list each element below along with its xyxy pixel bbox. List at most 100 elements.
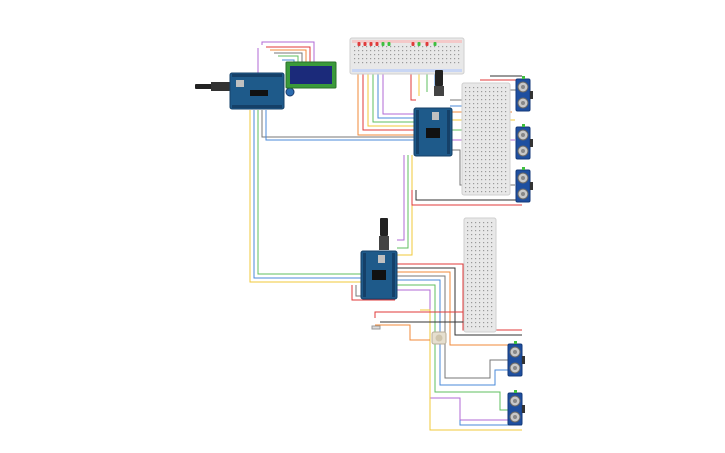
breadboard-hole <box>493 143 495 145</box>
breadboard-hole <box>489 175 491 177</box>
breadboard-hole <box>469 123 471 125</box>
red-led-icon[interactable] <box>411 42 415 46</box>
breadboard-hole <box>501 87 503 89</box>
breadboard-hole <box>471 306 473 308</box>
breadboard-right[interactable] <box>461 82 511 196</box>
green-led-icon[interactable] <box>381 42 385 46</box>
red-led-icon[interactable] <box>375 42 379 46</box>
breadboard-hole <box>489 163 491 165</box>
breadboard-hole <box>422 46 424 48</box>
breadboard-hole <box>398 62 400 64</box>
breadboard-hole <box>483 254 485 256</box>
breadboard-hole <box>471 266 473 268</box>
breadboard-hole <box>467 326 469 328</box>
breadboard-hole <box>493 91 495 93</box>
breadboard-hole <box>483 290 485 292</box>
breadboard-hole <box>386 46 388 48</box>
breadboard-hole <box>469 87 471 89</box>
breadboard-hole <box>467 234 469 236</box>
breadboard-hole <box>487 266 489 268</box>
wire <box>382 70 416 115</box>
breadboard-hole <box>497 139 499 141</box>
breadboard-hole <box>390 58 392 60</box>
breadboard-hole <box>446 58 448 60</box>
breadboard-hole <box>467 222 469 224</box>
arduino-top-right[interactable] <box>413 70 453 157</box>
arduino-bottom[interactable] <box>360 218 398 300</box>
green-led-icon[interactable] <box>387 42 391 46</box>
breadboard-hole <box>479 254 481 256</box>
breadboard-hole <box>473 143 475 145</box>
breadboard-hole <box>467 306 469 308</box>
breadboard-hole <box>430 46 432 48</box>
breadboard-hole <box>390 62 392 64</box>
breadboard-hole <box>386 62 388 64</box>
breadboard-hole <box>479 258 481 260</box>
breadboard-hole <box>471 234 473 236</box>
breadboard-hole <box>479 226 481 228</box>
wire <box>261 41 315 66</box>
breadboard-hole <box>483 294 485 296</box>
breadboard-hole <box>489 155 491 157</box>
breadboard-hole <box>487 254 489 256</box>
breadboard-bottom[interactable] <box>463 217 497 333</box>
breadboard-hole <box>479 306 481 308</box>
breadboard-hole <box>489 131 491 133</box>
ultrasonic-4[interactable] <box>507 341 525 377</box>
breadboard-hole <box>475 326 477 328</box>
breadboard-hole <box>501 143 503 145</box>
breadboard-top[interactable] <box>349 37 465 75</box>
breadboard-hole <box>497 159 499 161</box>
breadboard-hole <box>410 50 412 52</box>
breadboard-hole <box>467 270 469 272</box>
breadboard-hole <box>475 278 477 280</box>
breadboard-hole <box>487 270 489 272</box>
breadboard-hole <box>471 230 473 232</box>
breadboard-hole <box>505 115 507 117</box>
breadboard-hole <box>481 115 483 117</box>
breadboard-hole <box>442 50 444 52</box>
breadboard-hole <box>450 54 452 56</box>
breadboard-hole <box>483 262 485 264</box>
potentiometer-icon[interactable] <box>285 87 295 97</box>
red-led-icon[interactable] <box>425 42 429 46</box>
arduino-top-left[interactable] <box>195 72 295 110</box>
breadboard-hole <box>471 314 473 316</box>
resistor-icon[interactable] <box>371 325 381 330</box>
breadboard-hole <box>382 50 384 52</box>
red-led-icon[interactable] <box>363 42 367 46</box>
breadboard-hole <box>354 50 356 52</box>
breadboard-hole <box>483 222 485 224</box>
wire <box>367 70 416 127</box>
breadboard-hole <box>465 103 467 105</box>
breadboard-hole <box>442 46 444 48</box>
breadboard-hole <box>426 62 428 64</box>
breadboard-hole <box>465 91 467 93</box>
breadboard-hole <box>465 191 467 193</box>
red-led-icon[interactable] <box>369 42 373 46</box>
piezo-buzzer-icon[interactable] <box>431 331 447 345</box>
breadboard-hole <box>491 226 493 228</box>
red-led-icon[interactable] <box>357 42 361 46</box>
green-led-icon[interactable] <box>417 42 421 46</box>
ultrasonic-5[interactable] <box>507 390 525 426</box>
ultrasonic-1[interactable] <box>515 76 533 112</box>
breadboard-hole <box>487 278 489 280</box>
wire <box>420 309 522 431</box>
wire <box>357 70 416 136</box>
breadboard-hole <box>489 87 491 89</box>
breadboard-hole <box>469 95 471 97</box>
breadboard-hole <box>475 310 477 312</box>
green-led-icon[interactable] <box>433 42 437 46</box>
wire <box>397 284 515 411</box>
breadboard-hole <box>438 50 440 52</box>
breadboard-hole <box>366 54 368 56</box>
breadboard-hole <box>458 54 460 56</box>
ultrasonic-2[interactable] <box>515 124 533 160</box>
breadboard-hole <box>481 191 483 193</box>
breadboard-hole <box>501 123 503 125</box>
ultrasonic-3[interactable] <box>515 167 533 203</box>
breadboard-hole <box>501 107 503 109</box>
breadboard-hole <box>497 167 499 169</box>
